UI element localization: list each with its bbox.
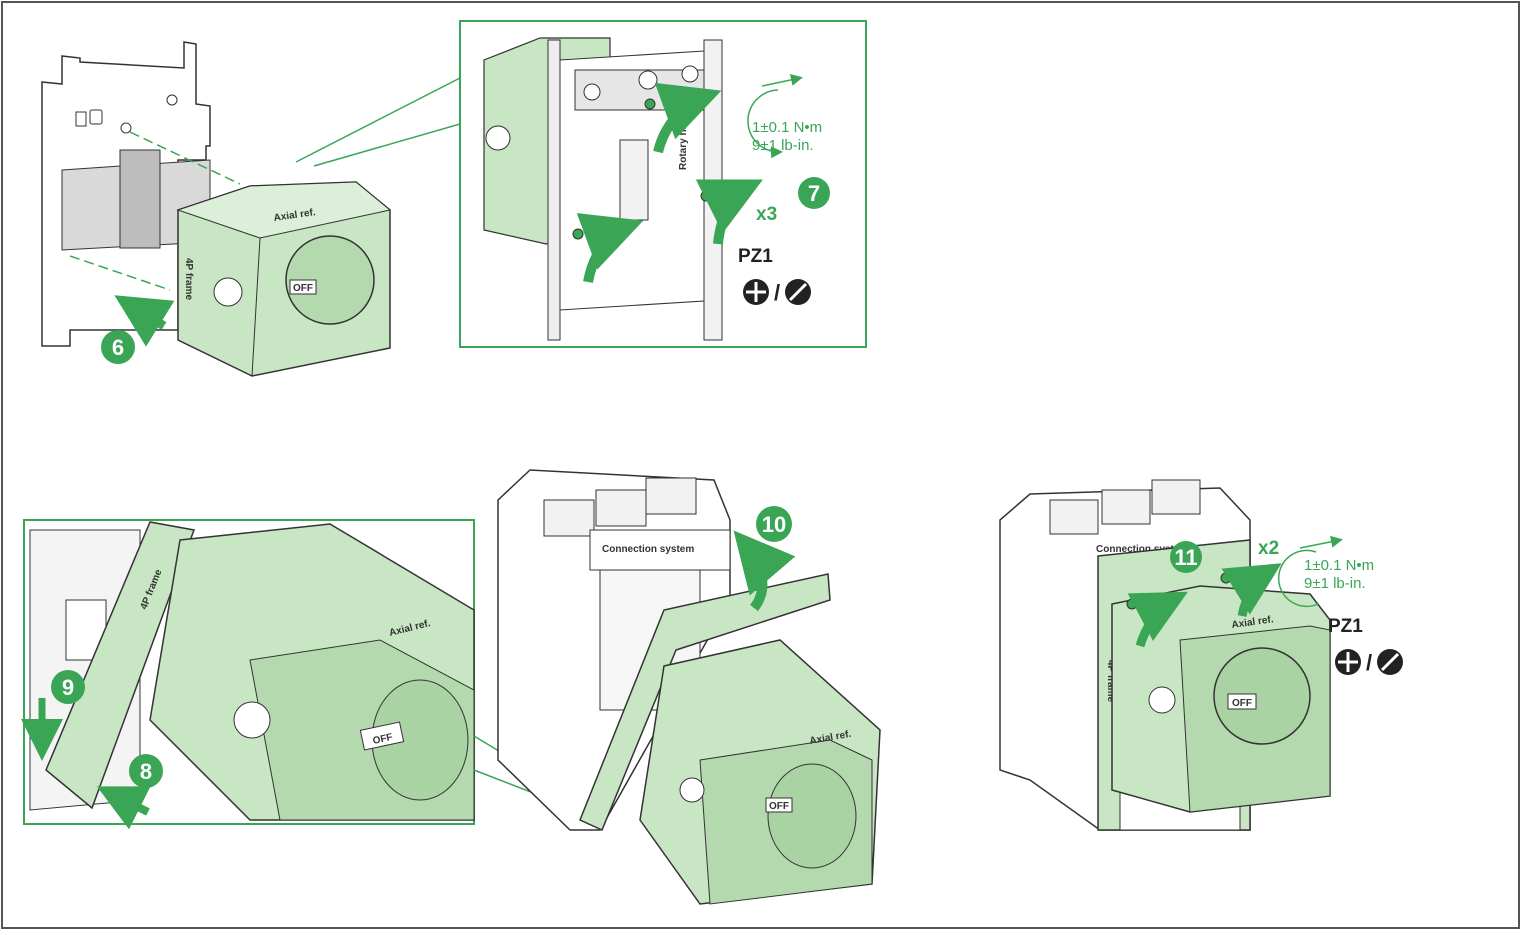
callout-line — [313, 123, 461, 167]
plate-rail — [703, 39, 723, 341]
callout-line — [295, 77, 461, 163]
terminal — [1101, 489, 1151, 525]
step-9-number: 9 — [62, 675, 74, 700]
step-8-badge — [129, 754, 163, 788]
off-label: OFF — [293, 283, 313, 294]
step-6-number: 6 — [112, 335, 124, 360]
torque-arrow-icon — [747, 89, 783, 159]
off-badge-right — [1227, 693, 1257, 710]
tighten-arrow — [695, 179, 763, 245]
frame-plate-tilted — [579, 573, 831, 832]
terminal — [1049, 499, 1099, 535]
rotary-knob-tilted — [767, 763, 857, 869]
rotate-arrow — [733, 530, 796, 612]
tighten-arrow — [653, 82, 722, 154]
tool-separator-top: / — [774, 280, 780, 305]
step-6-group: OFF Axial ref. 4P frame 6 — [41, 41, 461, 377]
plate-screw-hole — [166, 94, 178, 106]
connection-bar — [589, 529, 731, 571]
terminal — [543, 499, 595, 537]
step-7-detail: Rotary handle 1±0.1 N•m 9±1 lb-in. 7 x3 … — [459, 20, 867, 348]
tighten-arrow — [576, 213, 644, 284]
bracket-hole — [681, 65, 699, 83]
step-8-number: 8 — [140, 759, 152, 784]
connection-system-label-right: Connection system — [1096, 544, 1188, 555]
plate-edge — [547, 39, 561, 341]
step-11-group: Connection system 4P frame Axial ref. OF… — [999, 479, 1403, 831]
step-8-9-detail: 4P frame Axial ref. OFF 9 8 — [21, 519, 581, 830]
torque-arrow-icon — [1277, 549, 1319, 608]
rotary-knob-right — [1213, 647, 1311, 745]
step-7-number: 7 — [808, 181, 820, 206]
shaft-hole-large — [233, 701, 271, 739]
phillips-screwdriver-icon — [743, 279, 769, 305]
phillips-screwdriver-icon — [1335, 649, 1361, 675]
screw — [572, 228, 584, 240]
step-6-badge — [101, 330, 135, 364]
shaft-hole-tilted — [679, 777, 705, 803]
torque-lbin-top: 9±1 lb-in. — [752, 137, 814, 154]
alignment-line — [69, 255, 171, 291]
side-shaft-hole — [213, 277, 243, 307]
screw — [700, 190, 712, 202]
screw-count-top: x3 — [756, 204, 777, 225]
screw-count-right: x2 — [1258, 538, 1279, 559]
terminal — [1151, 479, 1201, 515]
off-label-tilted: OFF — [769, 801, 789, 812]
frame-4p-label: 4P frame — [183, 258, 194, 301]
tool-label-right: PZ1 — [1328, 616, 1363, 637]
off-badge — [289, 279, 317, 295]
off-badge-tilted — [765, 797, 793, 813]
flat-screwdriver-icon — [1377, 649, 1403, 675]
handle-module-top — [176, 181, 392, 239]
tighten-arrow — [1127, 591, 1188, 648]
screw — [1126, 598, 1138, 610]
off-label-large: OFF — [372, 732, 394, 747]
handle-module-edge — [251, 237, 261, 377]
frame-plate — [45, 521, 196, 810]
torque-lbin-right: 9±1 lb-in. — [1304, 575, 1366, 592]
tool-label-top: PZ1 — [738, 246, 773, 267]
tool-separator-right: / — [1366, 650, 1372, 675]
connection-system-label: Connection system — [602, 544, 694, 555]
tighten-arrow — [1221, 563, 1282, 617]
step-7-badge — [798, 177, 830, 209]
off-badge-large — [359, 721, 405, 751]
frame-4p-label-right: 4P frame — [1105, 660, 1116, 703]
shaft-hole-right — [1148, 686, 1176, 714]
bracket-hole — [638, 70, 658, 90]
off-label-right: OFF — [1232, 698, 1252, 709]
step-11-number: 11 — [1174, 545, 1197, 570]
bracket-slot — [119, 149, 161, 249]
terminal — [595, 489, 647, 527]
insert-arrow — [114, 295, 175, 347]
step-10-badge — [756, 506, 792, 542]
step-10-number: 10 — [762, 512, 786, 537]
torque-arrow-head — [761, 73, 803, 87]
torque-nm-top: 1±0.1 N•m — [752, 119, 822, 136]
torque-nm-right: 1±0.1 N•m — [1304, 557, 1374, 574]
insert-arrow-8 — [96, 786, 151, 830]
bracket-hole — [583, 83, 601, 101]
rotary-knob — [285, 235, 375, 325]
step-11-badge — [1170, 541, 1202, 573]
plate-hole — [89, 109, 103, 125]
shaft-hole — [485, 125, 511, 151]
screw — [1220, 572, 1232, 584]
plate-screw-hole — [120, 122, 132, 134]
flat-screwdriver-icon — [785, 279, 811, 305]
terminal — [645, 477, 697, 515]
screw — [644, 98, 656, 110]
latch — [619, 139, 649, 221]
step-10-group: Connection system Axial ref. OFF 10 — [497, 469, 881, 905]
step-9-badge — [51, 670, 85, 704]
alignment-line — [129, 131, 241, 185]
torque-arrow-head — [1299, 535, 1343, 549]
plate-hole — [75, 111, 87, 127]
